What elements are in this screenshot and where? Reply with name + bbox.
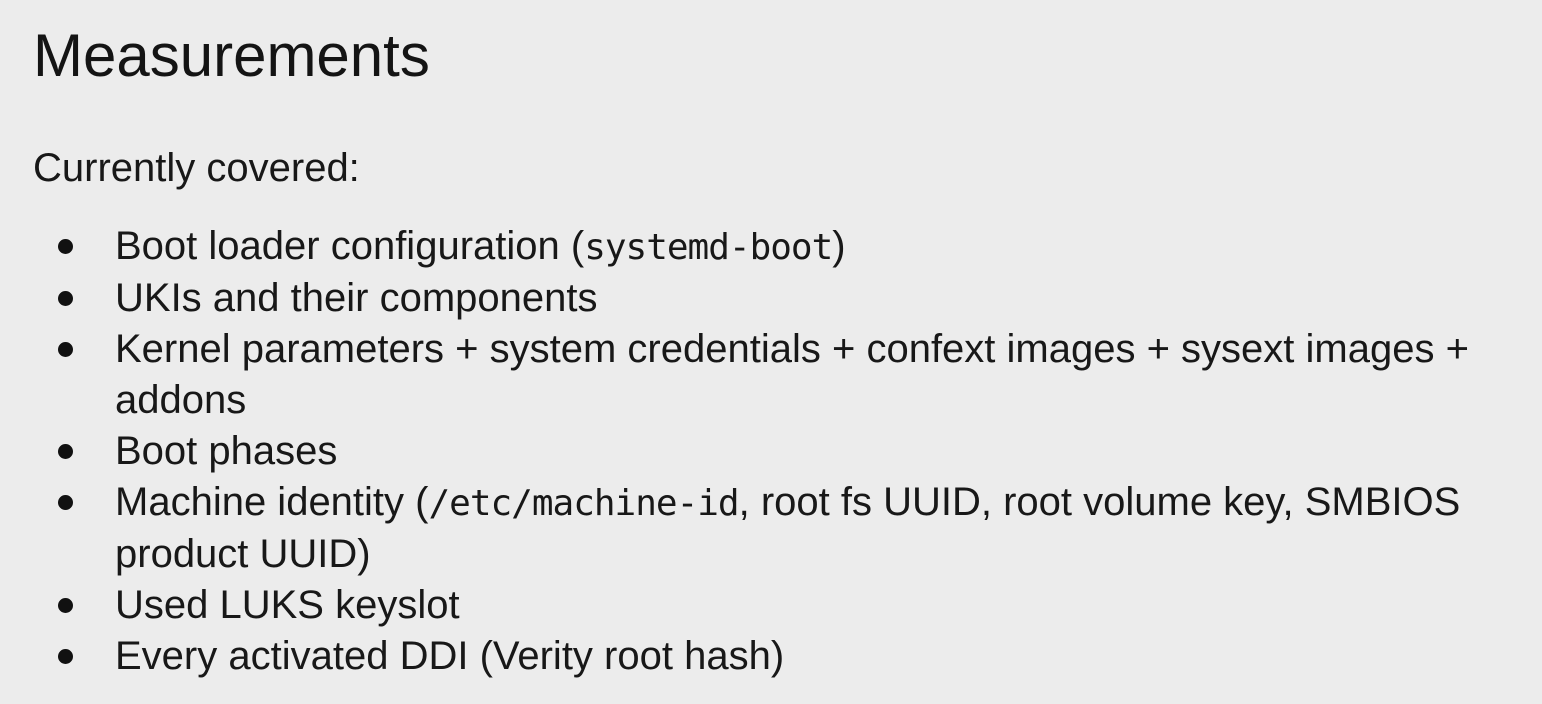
bullet-icon: [58, 598, 73, 614]
bullet-icon: [58, 444, 73, 460]
text-span: UKIs and their components: [115, 276, 598, 321]
bullet-list: Boot loader configuration (systemd-boot)…: [33, 221, 1512, 682]
text-span: Boot phases: [115, 429, 338, 474]
text-span: Boot loader configuration (: [115, 224, 585, 269]
list-item: Used LUKS keyslot: [33, 580, 1512, 631]
text-span: , root fs UUID, root volume key, SMBIOS …: [115, 480, 1461, 577]
bullet-text: UKIs and their components: [115, 276, 597, 320]
text-span: Every activated DDI (Verity root hash): [115, 634, 785, 679]
subtitle: Currently covered:: [33, 146, 360, 191]
text-span: Used LUKS keyslot: [115, 583, 460, 628]
list-item: UKIs and their components: [33, 273, 1512, 324]
text-span: Kernel parameters + system credentials +…: [115, 327, 1469, 423]
code-span: /etc/machine-id: [428, 483, 739, 525]
text-span: ): [832, 224, 846, 269]
bullet-icon: [58, 649, 73, 665]
list-item: Boot phases: [33, 426, 1512, 477]
bullet-text: Boot loader configuration (systemd-boot): [115, 224, 846, 268]
page-title: Measurements: [33, 22, 430, 89]
list-item: Every activated DDI (Verity root hash): [33, 631, 1512, 682]
bullet-text: Kernel parameters + system credentials +…: [115, 327, 1469, 422]
list-item: Boot loader configuration (systemd-boot): [33, 221, 1512, 273]
bullet-text: Every activated DDI (Verity root hash): [115, 634, 784, 678]
code-span: systemd-boot: [584, 227, 833, 269]
bullet-text: Used LUKS keyslot: [115, 583, 460, 627]
bullet-icon: [58, 342, 73, 358]
bullet-icon: [58, 495, 73, 511]
list-item: Machine identity (/etc/machine-id, root …: [33, 477, 1512, 580]
bullet-icon: [58, 239, 73, 255]
bullet-text: Machine identity (/etc/machine-id, root …: [115, 480, 1460, 576]
list-item: Kernel parameters + system credentials +…: [33, 324, 1512, 426]
bullet-icon: [58, 291, 73, 307]
bullet-text: Boot phases: [115, 429, 337, 473]
text-span: Machine identity (: [115, 480, 429, 525]
